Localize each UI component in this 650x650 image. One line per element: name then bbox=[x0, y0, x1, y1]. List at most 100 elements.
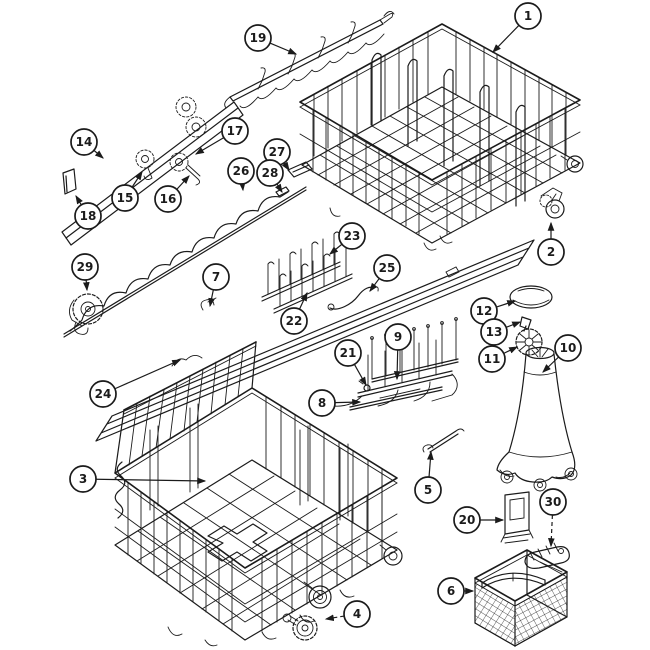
callout-8-label: 8 bbox=[318, 396, 326, 410]
callout-17-leader bbox=[194, 137, 225, 155]
callout-28[interactable]: 28 bbox=[256, 159, 284, 194]
callout-9[interactable]: 9 bbox=[384, 323, 412, 381]
callout-18-circle[interactable] bbox=[74, 202, 102, 230]
callout-7[interactable]: 7 bbox=[202, 263, 230, 308]
cable-pulley-drawing bbox=[69, 293, 104, 335]
callout-9-circle[interactable] bbox=[384, 323, 412, 351]
callout-14[interactable]: 14 bbox=[70, 128, 104, 159]
callout-21[interactable]: 21 bbox=[334, 339, 367, 387]
callout-13-leader bbox=[505, 321, 522, 328]
callout-18-leader bbox=[75, 194, 83, 206]
callout-15-circle[interactable] bbox=[111, 184, 139, 212]
callout-2-label: 2 bbox=[547, 245, 555, 259]
callout-12[interactable]: 12 bbox=[470, 297, 517, 325]
callout-10[interactable]: 10 bbox=[542, 334, 582, 373]
callout-26[interactable]: 26 bbox=[227, 157, 255, 192]
callout-25-leader bbox=[369, 278, 380, 292]
callout-25-circle[interactable] bbox=[373, 254, 401, 282]
callout-24[interactable]: 24 bbox=[89, 359, 182, 408]
callout-8[interactable]: 8 bbox=[308, 389, 362, 417]
callout-25[interactable]: 25 bbox=[369, 254, 401, 292]
callout-18[interactable]: 18 bbox=[74, 194, 102, 230]
callout-15-leader bbox=[131, 170, 143, 188]
callout-9-leader bbox=[393, 349, 401, 381]
callout-24-circle[interactable] bbox=[89, 380, 117, 408]
callout-29-label: 29 bbox=[77, 260, 94, 274]
callout-1-circle[interactable] bbox=[514, 2, 542, 30]
callout-15[interactable]: 15 bbox=[111, 170, 143, 212]
callout-26-circle[interactable] bbox=[227, 157, 255, 185]
callout-13-label: 13 bbox=[486, 325, 503, 339]
callout-20-circle[interactable] bbox=[453, 506, 481, 534]
callout-4-circle[interactable] bbox=[343, 600, 371, 628]
callout-7-leader bbox=[208, 289, 215, 308]
callout-3[interactable]: 3 bbox=[69, 465, 207, 493]
callout-21-leader bbox=[353, 364, 367, 387]
lower-wheel-drawing bbox=[282, 613, 318, 641]
callout-27[interactable]: 27 bbox=[263, 138, 291, 171]
callout-5[interactable]: 5 bbox=[414, 450, 442, 504]
callout-16[interactable]: 16 bbox=[154, 175, 190, 213]
callout-11-circle[interactable] bbox=[478, 345, 506, 373]
callout-14-circle[interactable] bbox=[70, 128, 98, 156]
callout-4[interactable]: 4 bbox=[324, 600, 371, 628]
callout-13-circle[interactable] bbox=[480, 318, 508, 346]
callout-1[interactable]: 1 bbox=[492, 2, 542, 53]
callout-26-label: 26 bbox=[233, 164, 250, 178]
callout-17-circle[interactable] bbox=[221, 117, 249, 145]
callout-13[interactable]: 13 bbox=[480, 318, 522, 346]
callout-28-leader bbox=[274, 183, 283, 194]
callout-5-circle[interactable] bbox=[414, 476, 442, 504]
strainer-drawing bbox=[515, 328, 543, 356]
callout-23-circle[interactable] bbox=[338, 222, 366, 250]
callout-30-circle[interactable] bbox=[539, 488, 567, 516]
callout-8-circle[interactable] bbox=[308, 389, 336, 417]
callout-28-circle[interactable] bbox=[256, 159, 284, 187]
callout-6-circle[interactable] bbox=[437, 577, 465, 605]
callout-8-leader bbox=[334, 398, 362, 406]
callout-19-circle[interactable] bbox=[244, 24, 272, 52]
callout-16-leader bbox=[176, 175, 190, 190]
callout-15-label: 15 bbox=[117, 191, 134, 205]
callout-3-label: 3 bbox=[79, 472, 87, 486]
callout-12-leader bbox=[496, 300, 517, 308]
callout-16-label: 16 bbox=[160, 192, 177, 206]
callout-23[interactable]: 23 bbox=[329, 222, 366, 255]
callout-11[interactable]: 11 bbox=[478, 345, 519, 373]
callout-28-label: 28 bbox=[262, 166, 279, 180]
callout-7-circle[interactable] bbox=[202, 263, 230, 291]
callout-17[interactable]: 17 bbox=[194, 117, 249, 155]
callout-19[interactable]: 19 bbox=[244, 24, 298, 55]
callout-1-leader bbox=[492, 24, 520, 53]
callout-21-circle[interactable] bbox=[334, 339, 362, 367]
callout-6[interactable]: 6 bbox=[437, 577, 475, 605]
callout-29[interactable]: 29 bbox=[71, 253, 99, 292]
callout-19-leader bbox=[269, 42, 298, 55]
callout-10-circle[interactable] bbox=[554, 334, 582, 362]
callout-3-circle[interactable] bbox=[69, 465, 97, 493]
callout-14-label: 14 bbox=[76, 135, 93, 149]
callout-4-label: 4 bbox=[353, 607, 361, 621]
callout-27-leader bbox=[281, 161, 290, 171]
upper-rack-drawing bbox=[299, 23, 584, 251]
callout-20[interactable]: 20 bbox=[453, 506, 505, 534]
callout-21-label: 21 bbox=[340, 346, 357, 360]
callout-2-circle[interactable] bbox=[537, 238, 565, 266]
callout-2[interactable]: 2 bbox=[537, 221, 565, 266]
callout-22-leader bbox=[298, 291, 308, 310]
callout-23-leader bbox=[329, 243, 343, 255]
callout-3-leader bbox=[95, 477, 207, 485]
track-rail-drawing bbox=[61, 96, 244, 246]
tower-cap-drawing bbox=[509, 285, 553, 309]
callout-16-circle[interactable] bbox=[154, 185, 182, 213]
callout-25-label: 25 bbox=[379, 261, 396, 275]
callout-30[interactable]: 30 bbox=[539, 488, 567, 548]
tine-insert-drawing bbox=[261, 231, 353, 314]
callout-22-circle[interactable] bbox=[280, 307, 308, 335]
wavy-rod-drawing bbox=[63, 161, 313, 338]
callout-22[interactable]: 22 bbox=[280, 291, 308, 335]
callout-29-circle[interactable] bbox=[71, 253, 99, 281]
